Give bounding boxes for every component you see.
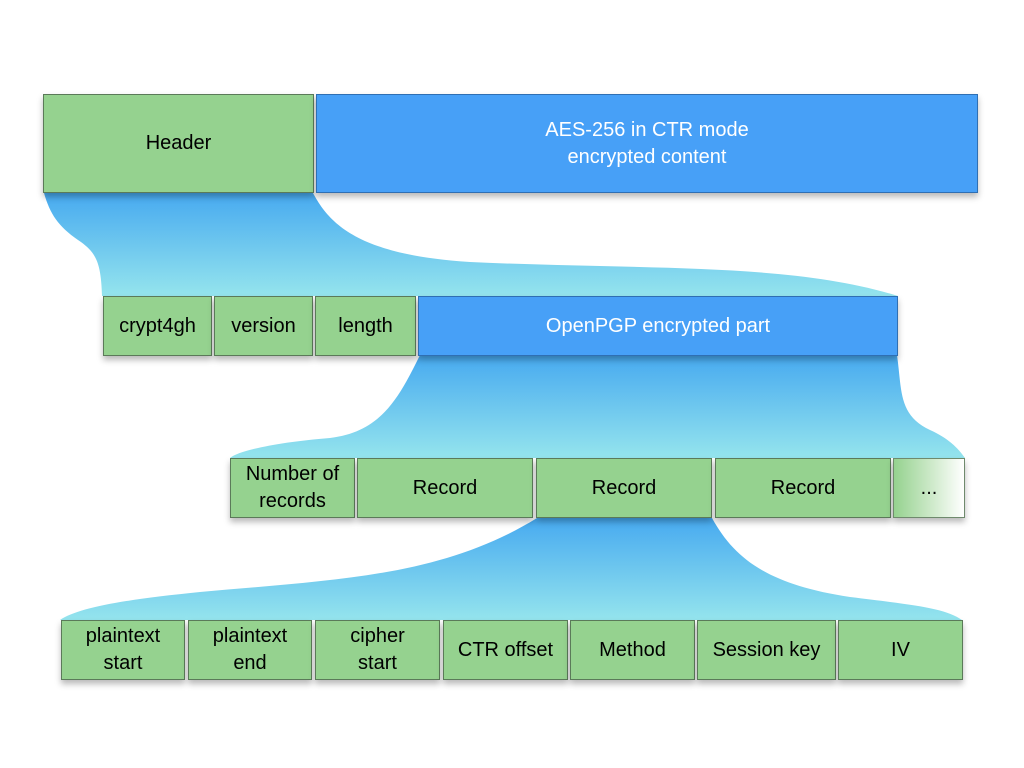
record-label-3: Record [770,476,836,499]
plaintext-start-label: plaintext start [85,625,161,674]
length-field-box: length [315,296,416,356]
plaintext-end-box: plaintext end [188,620,312,680]
more-records-label: ... [920,476,938,499]
record-label-1: Record [412,476,478,499]
length-field-label: length [338,314,393,337]
version-field-box: version [214,296,313,356]
record-box-1: Record [357,458,533,518]
magic-field-label: crypt4gh [119,314,196,337]
encrypted-content-box: AES-256 in CTR mode encrypted content [316,94,978,193]
record-box-2: Record [536,458,712,518]
iv-label: IV [891,638,910,661]
record-label-2: Record [591,476,657,499]
method-box: Method [570,620,695,680]
plaintext-end-label: plaintext end [212,625,288,674]
magic-field-box: crypt4gh [103,296,212,356]
method-label: Method [599,638,666,661]
funnel-record-to-fields [60,518,962,620]
header-label: Header [145,132,212,154]
ctr-offset-box: CTR offset [443,620,568,680]
more-records-box: ... [893,458,965,518]
openpgp-part-box: OpenPGP encrypted part [418,296,898,356]
encrypted-content-label: AES-256 in CTR mode encrypted content [545,118,749,168]
session-key-box: Session key [697,620,836,680]
cipher-start-box: cipher start [315,620,440,680]
ctr-offset-label: CTR offset [457,638,554,661]
plaintext-start-box: plaintext start [61,620,185,680]
record-count-label: Number of records [245,463,340,512]
cipher-start-label: cipher start [350,625,405,674]
iv-box: IV [838,620,963,680]
record-box-3: Record [715,458,891,518]
session-key-label: Session key [712,638,821,661]
header-box: Header [43,94,314,193]
openpgp-part-label: OpenPGP encrypted part [545,314,771,337]
version-field-label: version [231,314,296,337]
funnel-openpgp-to-records [230,355,965,458]
funnel-header-to-fields [44,193,898,296]
record-count-box: Number of records [230,458,355,518]
